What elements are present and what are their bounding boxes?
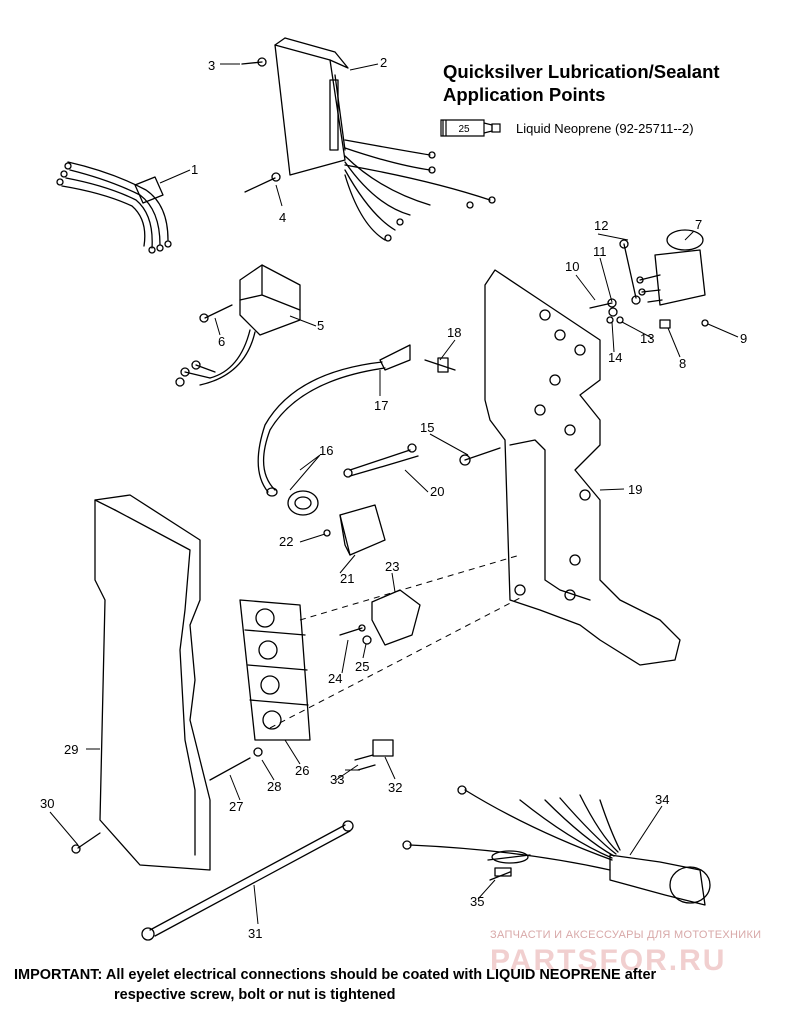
callout-12: 12: [594, 218, 608, 233]
parts-8-14-hardware: [589, 239, 709, 329]
part-6-bolt: [199, 304, 233, 323]
callout-20: 20: [430, 484, 444, 499]
important-line-2: respective screw, bolt or nut is tighten…: [114, 987, 396, 1003]
callout-30: 30: [40, 796, 54, 811]
callout-27: 27: [229, 799, 243, 814]
callout-16: 16: [319, 443, 333, 458]
part-7-solenoid: [636, 229, 706, 306]
callout-15: 15: [420, 420, 434, 435]
watermark-tagline: ЗАПЧАСТИ И АКСЕССУАРЫ ДЛЯ МОТОТЕХНИКИ: [490, 929, 762, 941]
part-34-main-harness: [402, 785, 711, 906]
callout-29: 29: [64, 742, 78, 757]
callout-31: 31: [248, 926, 262, 941]
callout-4: 4: [279, 210, 286, 225]
alignment-lines: [269, 554, 521, 729]
part-15-bolt: [459, 447, 501, 466]
callout-24: 24: [328, 671, 342, 686]
part-35-fuse: [489, 867, 512, 881]
part-30-screw: [71, 832, 101, 854]
callout-9: 9: [740, 331, 747, 346]
callout-19: 19: [628, 482, 642, 497]
part-26-coil-pack: [239, 599, 311, 741]
important-note: IMPORTANT: All eyelet electrical connect…: [14, 965, 794, 1005]
callout-35: 35: [470, 894, 484, 909]
part-17-boot-wire: [257, 344, 411, 516]
important-label: IMPORTANT:: [14, 967, 103, 983]
callout-7: 7: [695, 217, 702, 232]
callout-13: 13: [640, 331, 654, 346]
part-32-clamp: [354, 739, 394, 771]
part-23-module: [339, 589, 421, 646]
callout-33: 33: [330, 772, 344, 787]
title-line-2: Application Points: [443, 84, 606, 105]
part-1-wire-pigtail: [56, 161, 172, 254]
callout-28: 28: [267, 779, 281, 794]
callout-26: 26: [295, 763, 309, 778]
part-21-module: [323, 504, 386, 556]
callout-8: 8: [679, 356, 686, 371]
callout-3: 3: [208, 58, 215, 73]
leader-lines: [49, 63, 739, 925]
title-line-1: Quicksilver Lubrication/Sealant: [443, 61, 720, 82]
callout-14: 14: [608, 350, 622, 365]
callout-5: 5: [317, 318, 324, 333]
part-29-cover: [94, 494, 211, 871]
callout-2: 2: [380, 55, 387, 70]
watermark-brand: PARTSFOR.RU: [490, 944, 727, 977]
callout-17: 17: [374, 398, 388, 413]
callout-10: 10: [565, 259, 579, 274]
tube-number: 25: [458, 124, 470, 135]
lubrication-title: Quicksilver Lubrication/Sealant Applicat…: [443, 60, 793, 106]
callout-34: 34: [655, 792, 669, 807]
part-20-jumper-lead: [343, 443, 419, 478]
part-31-ground-strap: [141, 820, 354, 941]
part-4-bolt: [244, 172, 281, 193]
callout-25: 25: [355, 659, 369, 674]
part-5-rectifier: [175, 264, 301, 387]
callout-1: 1: [191, 162, 198, 177]
callout-32: 32: [388, 780, 402, 795]
sealant-tube-icon: 25: [440, 119, 501, 137]
callout-numbers: 1 2 3 4 5 6 7 8 9 10 11 12 13 14 15 16 1…: [40, 55, 747, 941]
part-2-switch-box: [274, 37, 496, 242]
part-19-electrical-plate: [484, 269, 681, 666]
part-3-screw: [241, 57, 267, 67]
callout-22: 22: [279, 534, 293, 549]
callout-21: 21: [340, 571, 354, 586]
important-line-1: All eyelet electrical connections should…: [105, 967, 657, 983]
callout-11: 11: [593, 244, 607, 259]
part-27-bolt: [209, 747, 263, 781]
sealant-legend: 25 Liquid Neoprene (92-25711--2): [440, 117, 694, 139]
callout-6: 6: [218, 334, 225, 349]
part-18-spark-plug: [424, 357, 456, 373]
legend-text: Liquid Neoprene (92-25711--2): [516, 120, 694, 136]
callout-18: 18: [447, 325, 461, 340]
callout-23: 23: [385, 559, 399, 574]
